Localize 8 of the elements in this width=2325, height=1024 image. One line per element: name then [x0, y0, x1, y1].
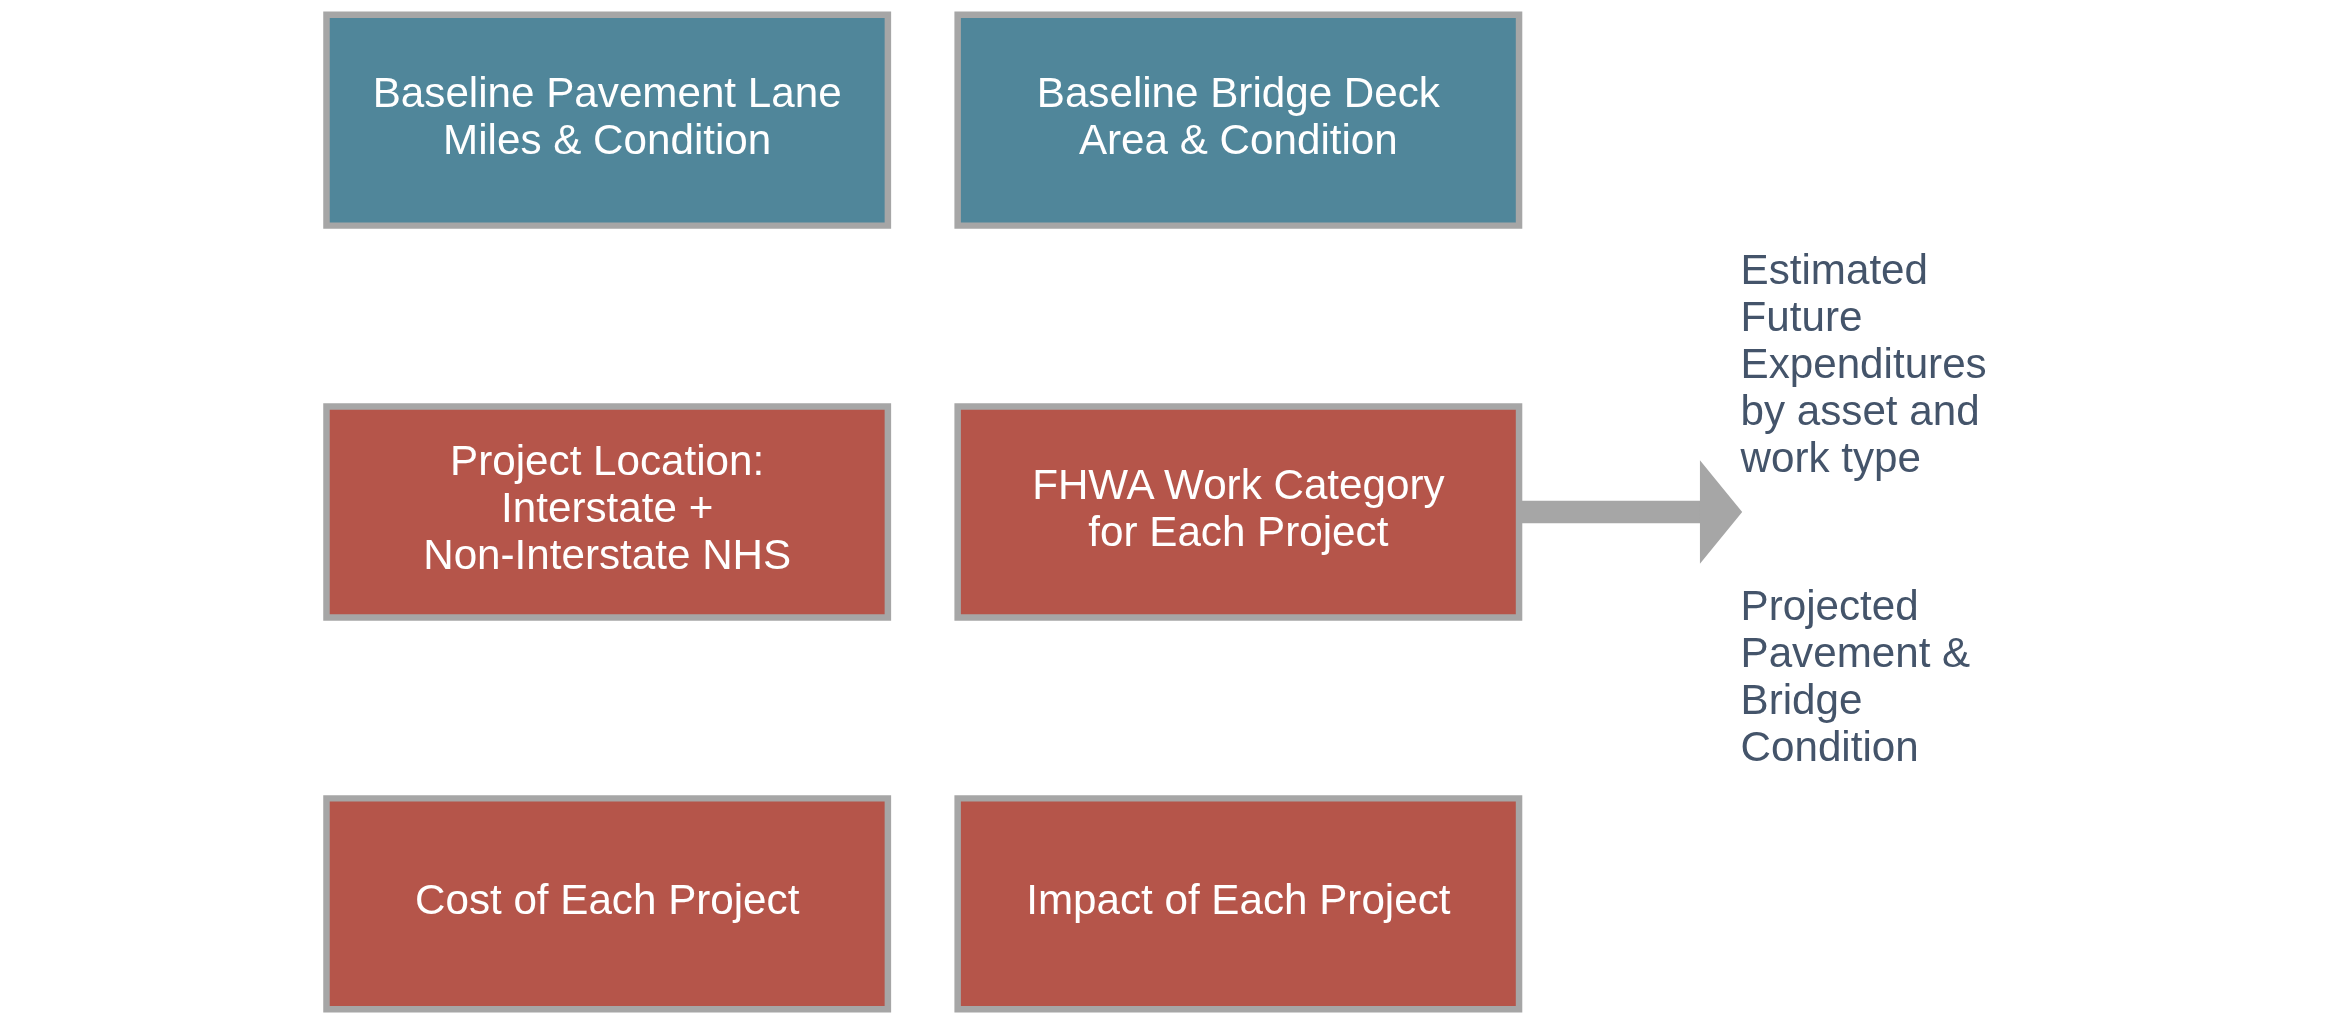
node-box: Baseline Pavement Lane Miles & Condition	[323, 11, 892, 229]
node-text: Estimated Future Expenditures by asset and work type Projected Pavement & Bridge Condition	[1740, 245, 1987, 770]
node-box: Project Location: Interstate + Non-Interstate NHS	[323, 403, 892, 621]
node-box: Baseline Bridge Deck Area & Condition	[954, 11, 1523, 229]
arrow	[1519, 460, 1743, 564]
node-box: Impact of Each Project	[954, 795, 1523, 1013]
node-box: FHWA Work Category for Each Project	[954, 403, 1523, 621]
node-box: Cost of Each Project	[323, 795, 892, 1013]
